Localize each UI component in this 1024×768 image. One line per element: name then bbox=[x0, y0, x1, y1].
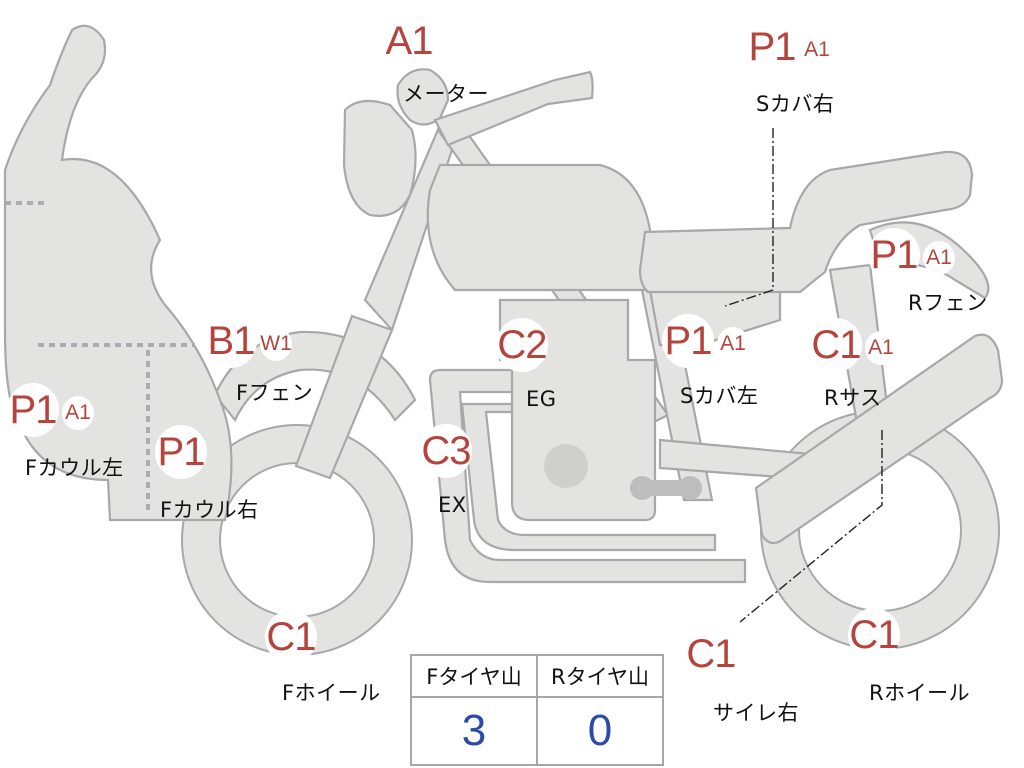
part-front-cowl-right-codes: P1 bbox=[155, 425, 207, 479]
leader-side-cover-right bbox=[724, 128, 774, 307]
part-front-cowl-right-label: Fカウル右 bbox=[160, 498, 259, 522]
damage-code: A1 bbox=[923, 241, 955, 275]
part-front-wheel-codes: C1 bbox=[265, 610, 317, 664]
fuel-tank-shape bbox=[426, 163, 652, 292]
part-meter-codes: A1 bbox=[383, 14, 435, 68]
part-front-cowl-left-label: Fカウル左 bbox=[25, 456, 124, 480]
damage-code: P1 bbox=[7, 383, 59, 437]
damage-code: A1 bbox=[717, 327, 749, 361]
part-rear-suspension-label: Rサス bbox=[824, 386, 882, 410]
damage-code: P1 bbox=[155, 425, 207, 479]
damage-code: C3 bbox=[420, 424, 472, 478]
part-side-cover-left-codes: P1 A1 bbox=[662, 314, 749, 368]
meter-shape bbox=[396, 68, 450, 126]
rear-tire-value: 0 bbox=[536, 696, 664, 766]
part-rear-wheel-label: Rホイール bbox=[869, 681, 971, 705]
part-side-cover-right-label: Sカバ右 bbox=[756, 92, 835, 116]
front-tire-value: 3 bbox=[410, 696, 538, 766]
part-rear-suspension-codes: C1 A1 bbox=[810, 318, 897, 372]
tire-tread-table: Fタイヤ山 Rタイヤ山 3 0 bbox=[410, 654, 664, 766]
damage-code: C2 bbox=[496, 318, 548, 372]
rear-tire-header: Rタイヤ山 bbox=[536, 654, 664, 698]
part-rear-wheel-codes: C1 bbox=[848, 608, 900, 662]
part-engine-codes: C2 bbox=[496, 318, 548, 372]
exhaust-shape bbox=[428, 368, 747, 584]
part-rear-fender-label: Rフェン bbox=[908, 291, 988, 315]
headlight-shape bbox=[342, 99, 417, 217]
seat-shape bbox=[638, 150, 974, 294]
part-exhaust-label: EX bbox=[438, 493, 467, 517]
handlebar-shape bbox=[433, 70, 594, 147]
front-fork-shape bbox=[294, 314, 394, 480]
damage-code: A1 bbox=[865, 331, 897, 365]
part-front-fender-label: Fフェン bbox=[236, 381, 314, 405]
silencer-shape bbox=[754, 333, 1004, 545]
damage-code: P1 bbox=[662, 314, 714, 368]
part-front-fender-codes: B1 W1 bbox=[205, 314, 292, 368]
part-engine-label: EG bbox=[526, 387, 557, 411]
damage-code: P1 bbox=[746, 20, 798, 74]
damage-code: A1 bbox=[801, 33, 833, 67]
part-silencer-right-label: サイレ右 bbox=[713, 701, 799, 725]
part-exhaust-codes: C3 bbox=[420, 424, 472, 478]
part-front-wheel-label: Fホイール bbox=[282, 681, 381, 705]
part-rear-fender-codes: P1 A1 bbox=[868, 228, 955, 282]
part-silencer-right-codes: C1 bbox=[685, 627, 737, 681]
damage-code: A1 bbox=[383, 14, 435, 68]
part-front-cowl-left-codes: P1 A1 bbox=[7, 383, 94, 437]
damage-code: C1 bbox=[810, 318, 862, 372]
leader-silencer bbox=[739, 430, 883, 623]
damage-code: W1 bbox=[260, 327, 292, 361]
part-side-cover-left-label: Sカバ左 bbox=[680, 384, 759, 408]
damage-code: C1 bbox=[848, 608, 900, 662]
part-side-cover-right-codes: P1 A1 bbox=[746, 20, 833, 74]
front-tire-header: Fタイヤ山 bbox=[410, 654, 538, 698]
part-meter-label: メーター bbox=[403, 82, 489, 106]
damage-code: C1 bbox=[265, 610, 317, 664]
damage-code: P1 bbox=[868, 228, 920, 282]
damage-code: A1 bbox=[62, 396, 94, 430]
damage-code: C1 bbox=[685, 627, 737, 681]
front-cowl-shape bbox=[3, 24, 233, 522]
damage-code: B1 bbox=[205, 314, 257, 368]
